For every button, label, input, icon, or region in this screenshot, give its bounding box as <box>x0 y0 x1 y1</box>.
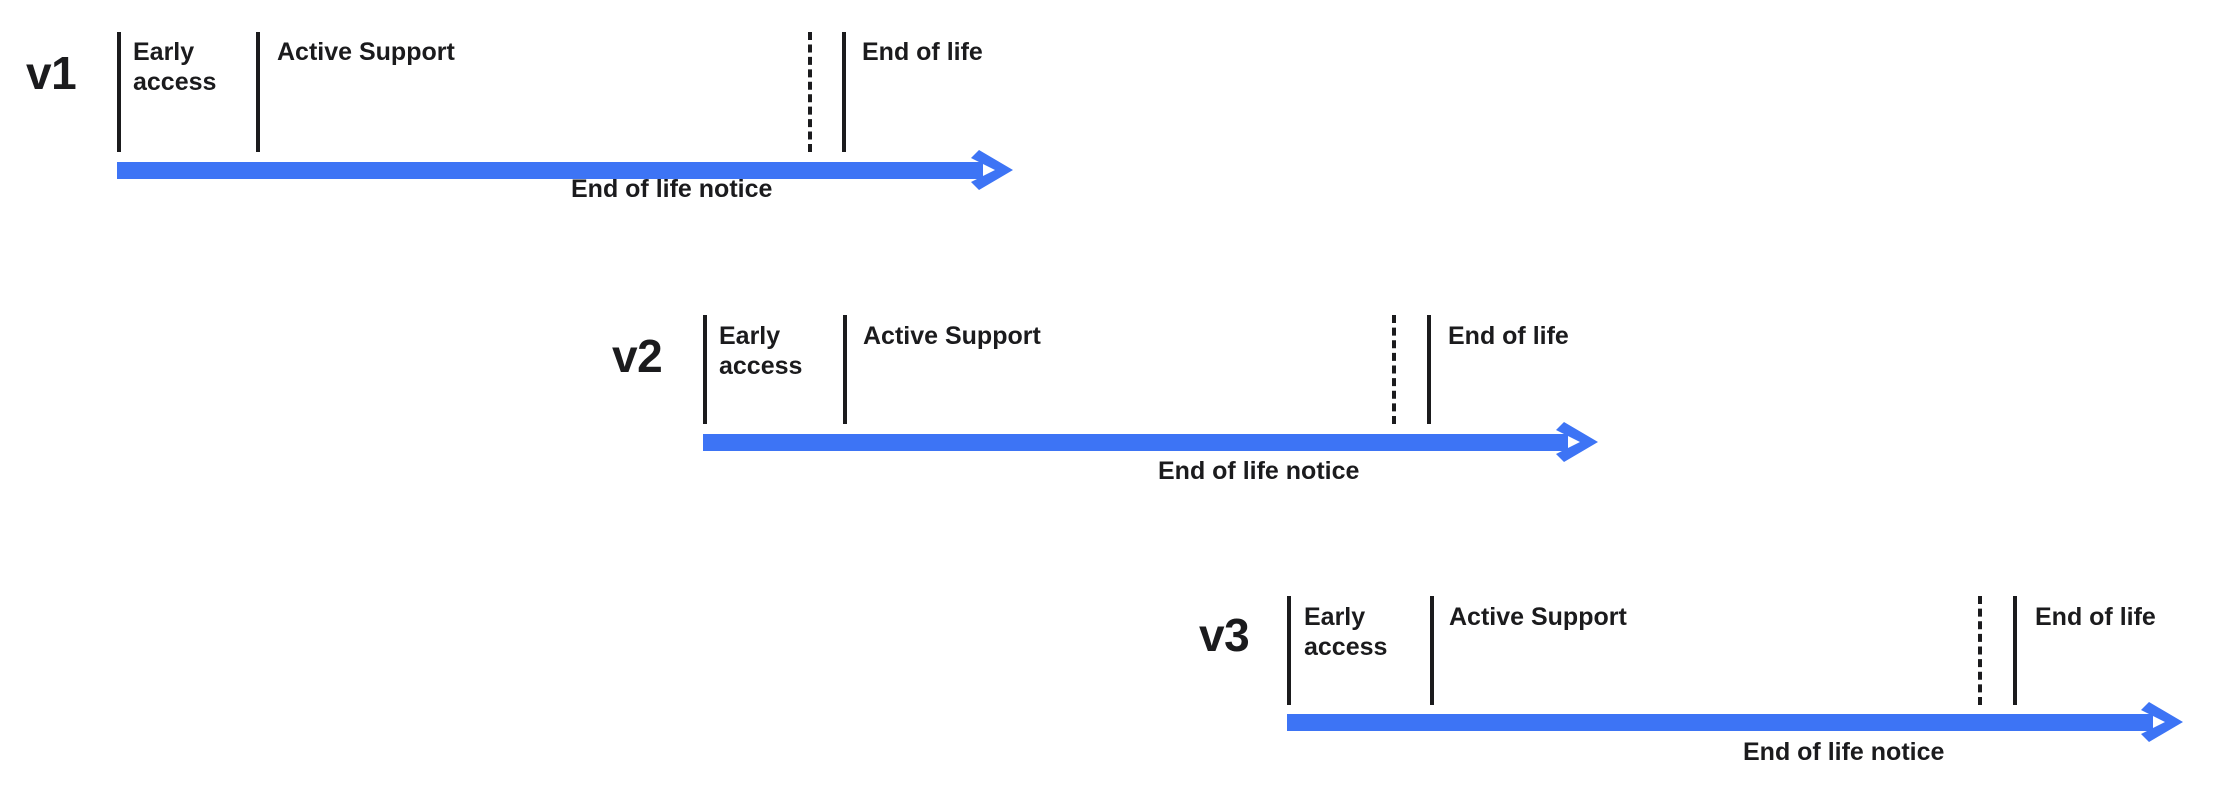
end-of-life-notice-label: End of life notice <box>1158 457 1360 485</box>
arrow-head-icon <box>971 148 1015 192</box>
arrow-shaft <box>117 162 983 179</box>
lifecycle-arrow <box>117 148 1015 192</box>
milestone-tick <box>703 315 707 424</box>
version-label-v1: v1 <box>26 47 77 99</box>
phase-label-active-support: Active Support <box>277 38 455 66</box>
milestone-tick-dashed <box>1392 315 1396 424</box>
milestone-tick <box>1430 596 1434 705</box>
end-of-life-notice-label: End of life notice <box>571 175 773 203</box>
milestone-tick <box>1427 315 1431 424</box>
milestone-tick <box>1287 596 1291 705</box>
end-of-life-notice-label: End of life notice <box>1743 738 1945 766</box>
phase-label-end-of-life: End of life <box>2035 603 2156 631</box>
milestone-tick <box>117 32 121 152</box>
phase-label-active-support: Active Support <box>863 322 1041 350</box>
arrow-shaft <box>1287 714 2153 731</box>
phase-label-early-access: Early access <box>1304 603 1388 661</box>
milestone-tick <box>842 32 846 152</box>
phase-label-end-of-life: End of life <box>862 38 983 66</box>
arrow-shaft <box>703 434 1568 451</box>
milestone-tick <box>843 315 847 424</box>
lifecycle-arrow <box>1287 700 2185 744</box>
milestone-tick <box>2013 596 2017 705</box>
lifecycle-arrow <box>703 420 1600 464</box>
phase-label-early-access: Early access <box>133 38 217 96</box>
phase-label-active-support: Active Support <box>1449 603 1627 631</box>
milestone-tick <box>256 32 260 152</box>
arrow-head-icon <box>1556 420 1600 464</box>
phase-label-early-access: Early access <box>719 322 803 380</box>
version-label-v3: v3 <box>1199 609 1250 661</box>
milestone-tick-dashed <box>808 32 812 152</box>
version-label-v2: v2 <box>612 330 663 382</box>
arrow-head-icon <box>2141 700 2185 744</box>
phase-label-end-of-life: End of life <box>1448 322 1569 350</box>
milestone-tick-dashed <box>1978 596 1982 705</box>
